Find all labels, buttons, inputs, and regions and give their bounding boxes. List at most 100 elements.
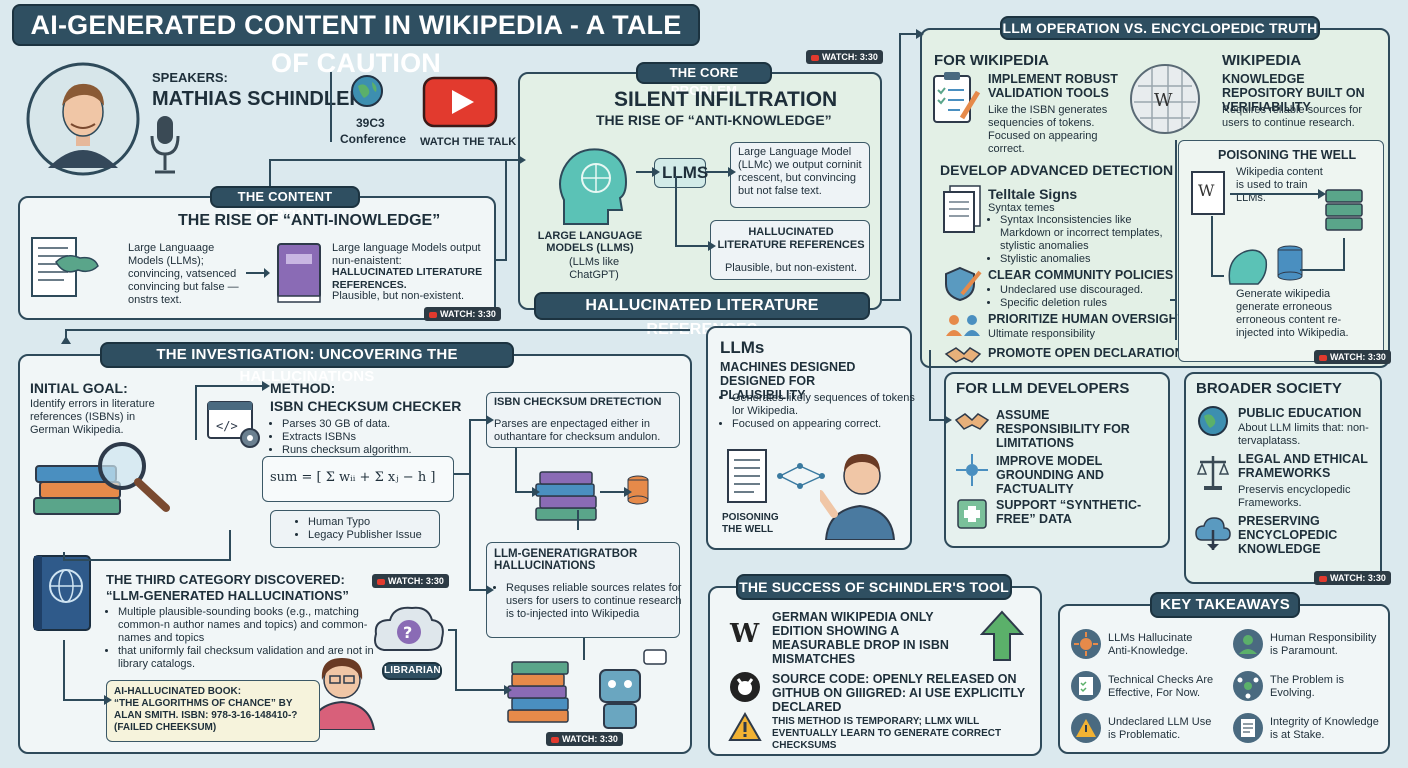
globe-icon <box>1196 404 1230 438</box>
takeaways-banner: KEY TAKEAWAYS <box>1150 592 1300 618</box>
takeaway-item: Undeclared LLM Use is Problematic. <box>1108 716 1212 741</box>
developer-item: IMPROVE MODEL GROUNDING AND FACTUALITY <box>996 454 1104 496</box>
svg-text:W: W <box>1154 90 1173 111</box>
shield-pen-icon <box>944 266 982 302</box>
person-pointing-icon <box>816 440 900 541</box>
arrow-up-icon <box>979 610 1025 662</box>
telltale-item: Stylistic anomalies <box>1000 253 1170 266</box>
wikipedia-subtitle: KNOWLEDGE REPOSITORY BUILT ON VERIFIABIL… <box>1222 72 1365 114</box>
code-gear-icon: </> <box>206 400 264 450</box>
method-item: Parses 30 GB of data. <box>282 418 462 431</box>
network-icon <box>776 456 826 496</box>
librarian-icon <box>304 648 380 731</box>
wikipedia-doc-icon: W <box>1190 170 1228 216</box>
network-icon <box>954 452 990 488</box>
content-portion-right-bold: HALLUCINATED LITERATURE REFERENCES. <box>332 266 483 291</box>
watch-badge[interactable]: WATCH: 3:30 <box>424 307 501 321</box>
core-box-2 <box>710 220 870 280</box>
content-portion-right-text2: Plausible, but non-existent. <box>332 290 465 302</box>
watch-talk-link[interactable]: WATCH THE TALK <box>420 136 517 148</box>
third-item: Multiple plausible-sounding books (e.g.,… <box>118 606 374 645</box>
telltale-subtitle: Syntax temes <box>988 202 1055 214</box>
success-line-1: GERMAN WIKIPEDIA ONLY EDITION SHOWING A … <box>772 610 949 666</box>
llm-subcaption: (LLMs like ChatGPT) <box>568 256 620 281</box>
play-video-icon[interactable] <box>422 76 498 128</box>
watch-badge[interactable]: WATCH: 3:30 <box>1314 571 1391 585</box>
watch-badge[interactable]: WATCH: 3:30 <box>546 732 623 746</box>
developers-title: FOR LLM DEVELOPERS <box>956 380 1130 397</box>
hallucinated-book-text: “THE ALGORITHMS OF CHANCE” BY ALAN SMITH… <box>114 698 298 733</box>
virus-icon <box>1070 628 1102 660</box>
question-cloud-icon: ? <box>372 604 446 656</box>
typo-box <box>270 510 440 548</box>
books-database-icon <box>530 462 662 526</box>
llms-panel-list: Generates likely sequences of tokens lor… <box>720 392 916 431</box>
takeaway-item: Integrity of Knowledge is at Stake. <box>1270 716 1379 741</box>
hallucinated-references-banner: HALLUCINATED LITERATURE REFERENCES <box>534 292 870 338</box>
divider <box>330 72 332 142</box>
success-panel <box>708 586 1042 756</box>
warning-icon <box>1070 712 1102 744</box>
network-icon <box>1232 670 1264 702</box>
person-icon <box>1232 628 1264 660</box>
watch-badge[interactable]: WATCH: 3:30 <box>372 574 449 588</box>
initial-goal-title: INITIAL GOAL: <box>30 380 128 396</box>
policies-item: Specific deletion rules <box>1000 297 1170 310</box>
document-ai-icon <box>28 236 102 302</box>
speaker-name: MATHIAS SCHINDLER <box>152 88 364 110</box>
takeaways-panel <box>1058 604 1390 754</box>
llms-panel-item: Generates likely sequences of tokens lor… <box>732 392 916 418</box>
speaker-avatar <box>26 62 140 176</box>
llm-operation-banner: LLM OPERATION VS. ENCYCLOPEDIC TRUTH <box>1000 16 1320 40</box>
checksum-detection-title: ISBN CHECKSUM DRETECTION <box>494 396 662 408</box>
warning-icon <box>728 711 762 742</box>
llms-panel-caption: POISONING THE WELL <box>722 512 779 535</box>
arrow-right-icon <box>246 266 270 278</box>
checklist-icon <box>930 70 984 126</box>
svg-text:W: W <box>1198 181 1215 200</box>
llms-panel-subtitle: MACHINES DESIGNED DESIGNED FOR PLAUSIBIL… <box>720 360 856 402</box>
takeaway-item: LLMs Hallucinate Anti-Knowledge. <box>1108 632 1193 657</box>
cloud-upload-icon <box>1194 516 1232 552</box>
takeaway-item: Human Responsibility is Paramount. <box>1270 632 1377 657</box>
policies-list: Undeclared use discouraged. Specific del… <box>988 284 1170 310</box>
llm-caption: LARGE LANGUAGE MODELS (LLMS) <box>537 230 643 254</box>
takeaway-item: The Problem is Evolving. <box>1270 674 1344 699</box>
third-category-list: Multiple plausible-sounding books (e.g.,… <box>106 606 374 671</box>
success-line-3: THIS METHOD IS TEMPORARY; LLMx WILL EVEN… <box>772 716 1002 751</box>
society-title: BROADER SOCIETY <box>1196 380 1342 397</box>
wikipedia-text: Requires reliable sources for users to c… <box>1222 104 1363 129</box>
content-portion-left-text: Large Languaage Models (LLMs); convincin… <box>128 242 239 306</box>
watch-badge[interactable]: WATCH: 3:30 <box>806 50 883 64</box>
llm-generated-box <box>486 542 680 638</box>
tools-title: IMPLEMENT ROBUST VALIDATION TOOLS <box>988 72 1118 100</box>
third-category-title: THE THIRD CATEGORY DISCOVERED: <box>106 572 345 587</box>
telltale-title: Telltale Signs <box>988 186 1078 202</box>
legal-title: LEGAL AND ETHICAL FRAMEWORKS <box>1238 452 1368 480</box>
book-icon <box>272 240 326 306</box>
method-subtitle: ISBN CHECKSUM CHECKER <box>270 398 462 414</box>
server-stack-icon <box>1322 186 1366 236</box>
policies-title: CLEAR COMMUNITY POLICIES <box>988 268 1174 282</box>
detect-title: DEVELOP ADVANCED DETECTION <box>940 162 1174 178</box>
page-title: AI-GENERATED CONTENT IN WIKIPEDIA - A TA… <box>12 4 700 78</box>
typo-item: Human Typo <box>308 516 422 529</box>
success-line-2: SOURCE CODE: OPENLY RELEASED ON GITHUB O… <box>772 672 1026 714</box>
conference-label: Conference <box>340 132 407 146</box>
github-icon[interactable] <box>728 670 762 704</box>
checksum-formula: sum = [ Σ wᵢᵢ + Σ xⱼ − h ] <box>270 470 436 485</box>
watch-badge[interactable]: WATCH: 3:30 <box>1314 350 1391 364</box>
developer-item: ASSUME RESPONSIBILITY FOR LIMITATIONS <box>996 408 1130 450</box>
developer-item: SUPPORT “SYNTHETIC-FREE” DATA <box>996 498 1142 526</box>
handshake-icon <box>954 410 990 434</box>
checksum-detection-text: Parses are enpectaged either in outhanta… <box>494 418 661 443</box>
core-box-2-text: Plausible, but non-existent. <box>724 262 858 274</box>
method-item: Extracts ISBNs <box>282 431 462 444</box>
llms-node-label: LLMs <box>662 163 709 182</box>
third-item: that uniformly fail checksum validation … <box>118 645 374 671</box>
oversight-title: PRIORITIZE HUMAN OVERSIGHT <box>988 312 1186 326</box>
documents-icon <box>940 184 984 236</box>
checklist-icon <box>1070 670 1102 702</box>
robot-books-icon <box>504 646 674 730</box>
